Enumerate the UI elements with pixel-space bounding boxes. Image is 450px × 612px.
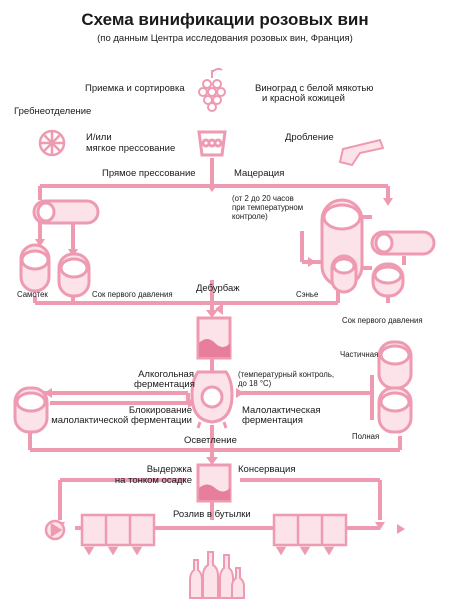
label-first-press-right: Сок первого давления: [342, 316, 423, 325]
label-maceration: Мацерация: [234, 168, 285, 179]
label-grapes-1: Виноград с белой мякотью: [255, 83, 374, 94]
aging-tank-icon: [196, 463, 232, 503]
page-title: Схема винификации розовых вин: [81, 10, 369, 29]
label-first-press-left: Сок первого давления: [92, 290, 173, 299]
vat-first-press-right-icon: [371, 262, 405, 298]
label-destemming: Гребнеотделение: [14, 106, 92, 117]
label-blocking-2: малолактической ферментации: [51, 415, 192, 426]
label-soft-press: мягкое прессование: [86, 143, 176, 154]
temp-note-1: (температурный контроль,: [238, 370, 335, 379]
label-debourbage: Дебурбаж: [196, 283, 240, 294]
crusher-icon: [338, 138, 385, 167]
label-alcoholic-2: ферментация: [134, 379, 195, 390]
vat-free-run-icon: [19, 243, 51, 293]
label-partial: Частичная: [340, 350, 379, 359]
label-grapes-2: и красной кожицей: [262, 93, 345, 104]
vat-partial-icon: [377, 340, 413, 390]
label-malolactic-2: ферментация: [242, 415, 303, 426]
temp-note-2: до 18 °С): [238, 379, 272, 388]
bottles-icon: [189, 551, 245, 599]
press-left-icon: [32, 199, 100, 225]
pump-left-icon: [44, 519, 66, 541]
maceration-note-1: (от 2 до 20 часов: [232, 194, 294, 203]
fermentation-tank-icon: [190, 370, 234, 429]
label-and-or: И/или: [86, 132, 112, 143]
label-crushing: Дробление: [285, 132, 334, 143]
vat-saignee-icon: [330, 254, 358, 294]
label-aging-2: на тонком осадке: [114, 475, 192, 486]
settling-tank-icon: [196, 316, 232, 360]
filter-right-icon: [272, 513, 348, 556]
label-aging-1: Выдержка: [146, 464, 192, 475]
label-reception: Приемка и сортировка: [85, 83, 185, 94]
press-right-icon: [370, 230, 436, 256]
label-malolactic-1: Малолактическая: [242, 405, 321, 416]
label-clarification: Осветление: [184, 435, 237, 446]
grape-icon: [198, 67, 226, 112]
hopper-icon: [197, 130, 227, 157]
vat-blocking-icon: [13, 386, 49, 434]
label-direct-press: Прямое прессование: [102, 168, 196, 179]
label-conservation: Консервация: [238, 464, 296, 475]
label-bottling: Розлив в бутылки: [173, 509, 251, 520]
page-subtitle: (по данным Центра исследования розовых в…: [97, 33, 353, 44]
destemmer-icon: [38, 129, 66, 157]
label-blocking-1: Блокирование: [128, 405, 192, 416]
maceration-note-3: контроле): [232, 212, 268, 221]
vat-first-press-left-icon: [57, 252, 91, 298]
label-free-run: Самотек: [17, 290, 48, 299]
label-full: Полная: [352, 432, 380, 441]
label-saignee: Сэнье: [296, 290, 319, 299]
vat-full-icon: [377, 386, 413, 434]
maceration-note-2: при температурном: [232, 203, 304, 212]
filter-left-icon: [80, 513, 156, 556]
label-alcoholic-1: Алкогольная: [138, 369, 194, 380]
